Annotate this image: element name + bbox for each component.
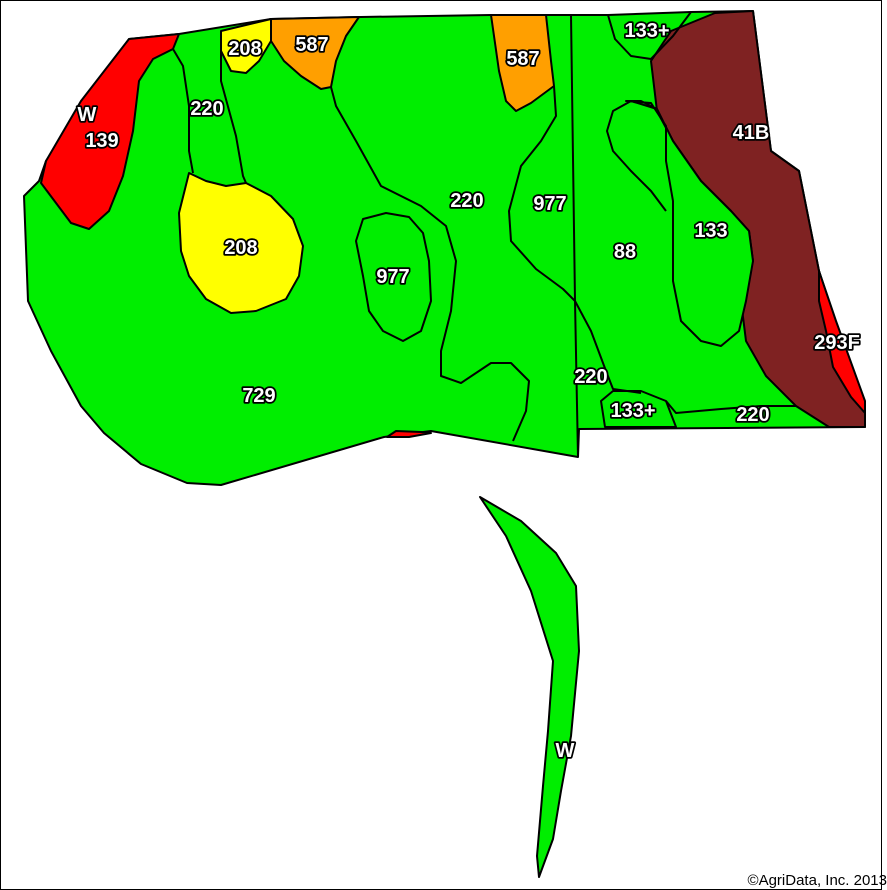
zone-red-sliver[interactable] bbox=[386, 430, 432, 438]
boundary-220-mid bbox=[330, 86, 530, 442]
boundary-220-leftb bbox=[220, 51, 247, 184]
label-88: 88 bbox=[614, 241, 636, 263]
zone-139[interactable] bbox=[40, 33, 180, 230]
zone-w-strip[interactable] bbox=[479, 496, 580, 878]
copyright-text: ©AgriData, Inc. 2013 bbox=[747, 872, 887, 889]
boundary-88-outer bbox=[606, 100, 667, 212]
boundary-220-left bbox=[172, 48, 194, 174]
label-220-b: 220 bbox=[450, 190, 483, 212]
boundary-220-right bbox=[574, 300, 642, 394]
zone-587-right[interactable] bbox=[490, 14, 555, 112]
label-133plus-top: 133+ bbox=[624, 20, 669, 42]
label-w-top: W bbox=[78, 104, 97, 126]
label-977-a: 977 bbox=[533, 193, 566, 215]
label-w-bottom: W bbox=[556, 740, 575, 762]
label-41b: 41B bbox=[733, 122, 770, 144]
label-729: 729 bbox=[242, 385, 275, 407]
boundary-220-bottom bbox=[665, 400, 796, 414]
boundary-133plus-top bbox=[607, 11, 692, 60]
label-133: 133 bbox=[694, 220, 727, 242]
zone-293f[interactable] bbox=[818, 270, 866, 414]
label-220-c: 220 bbox=[574, 366, 607, 388]
label-208-mid: 208 bbox=[224, 237, 257, 259]
label-220-a: 220 bbox=[190, 98, 223, 120]
boundary-977-a bbox=[508, 85, 576, 302]
zone-88[interactable] bbox=[625, 100, 754, 347]
zone-977-b[interactable] bbox=[355, 212, 432, 342]
label-208-top: 208 bbox=[228, 38, 261, 60]
label-133plus-bottom: 133+ bbox=[610, 400, 655, 422]
label-293f: 293F bbox=[814, 332, 860, 354]
zone-208-mid[interactable] bbox=[178, 172, 304, 314]
label-220-d: 220 bbox=[736, 404, 769, 426]
label-587-top: 587 bbox=[295, 34, 328, 56]
label-139: 139 bbox=[85, 130, 118, 152]
label-587-right: 587 bbox=[506, 48, 539, 70]
label-977-b: 977 bbox=[376, 266, 409, 288]
zone-587-top[interactable] bbox=[270, 16, 360, 90]
